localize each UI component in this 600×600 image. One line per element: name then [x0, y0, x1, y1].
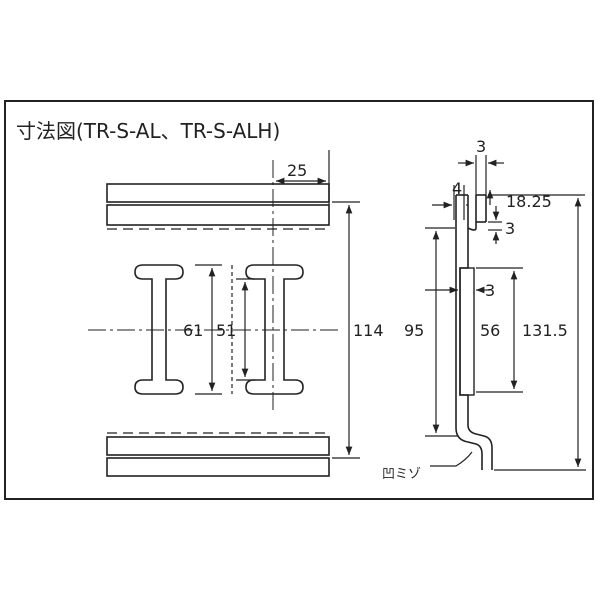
dim-4: 4	[452, 179, 462, 198]
top-rail-inner	[106, 204, 330, 226]
front-view	[88, 160, 340, 477]
dim-51: 51	[216, 321, 236, 340]
dim-18-25: 18.25	[506, 192, 552, 211]
dim-95: 95	[404, 321, 424, 340]
top-rail-outer	[106, 183, 330, 203]
dim-61: 61	[183, 321, 203, 340]
front-dimensions	[195, 150, 360, 459]
dim-3-mid: 3	[485, 281, 495, 300]
left-i-slot	[134, 264, 184, 395]
dim-3-top: 3	[476, 137, 486, 156]
bottom-rail-outer	[106, 457, 330, 477]
dim-114: 114	[353, 321, 384, 340]
dim-3-small: 3	[505, 219, 515, 238]
bottom-rail-inner	[106, 436, 330, 456]
groove-label: 凹ミゾ	[382, 467, 421, 482]
side-view	[455, 194, 493, 470]
dim-131-5: 131.5	[522, 321, 568, 340]
dim-25: 25	[287, 161, 307, 180]
drawing-title: 寸法図(TR-S-AL、TR-S-ALH)	[16, 119, 280, 143]
dim-56: 56	[480, 321, 500, 340]
side-dimensions	[425, 155, 586, 471]
right-i-slot	[245, 264, 304, 395]
drawing-border	[4, 100, 594, 500]
